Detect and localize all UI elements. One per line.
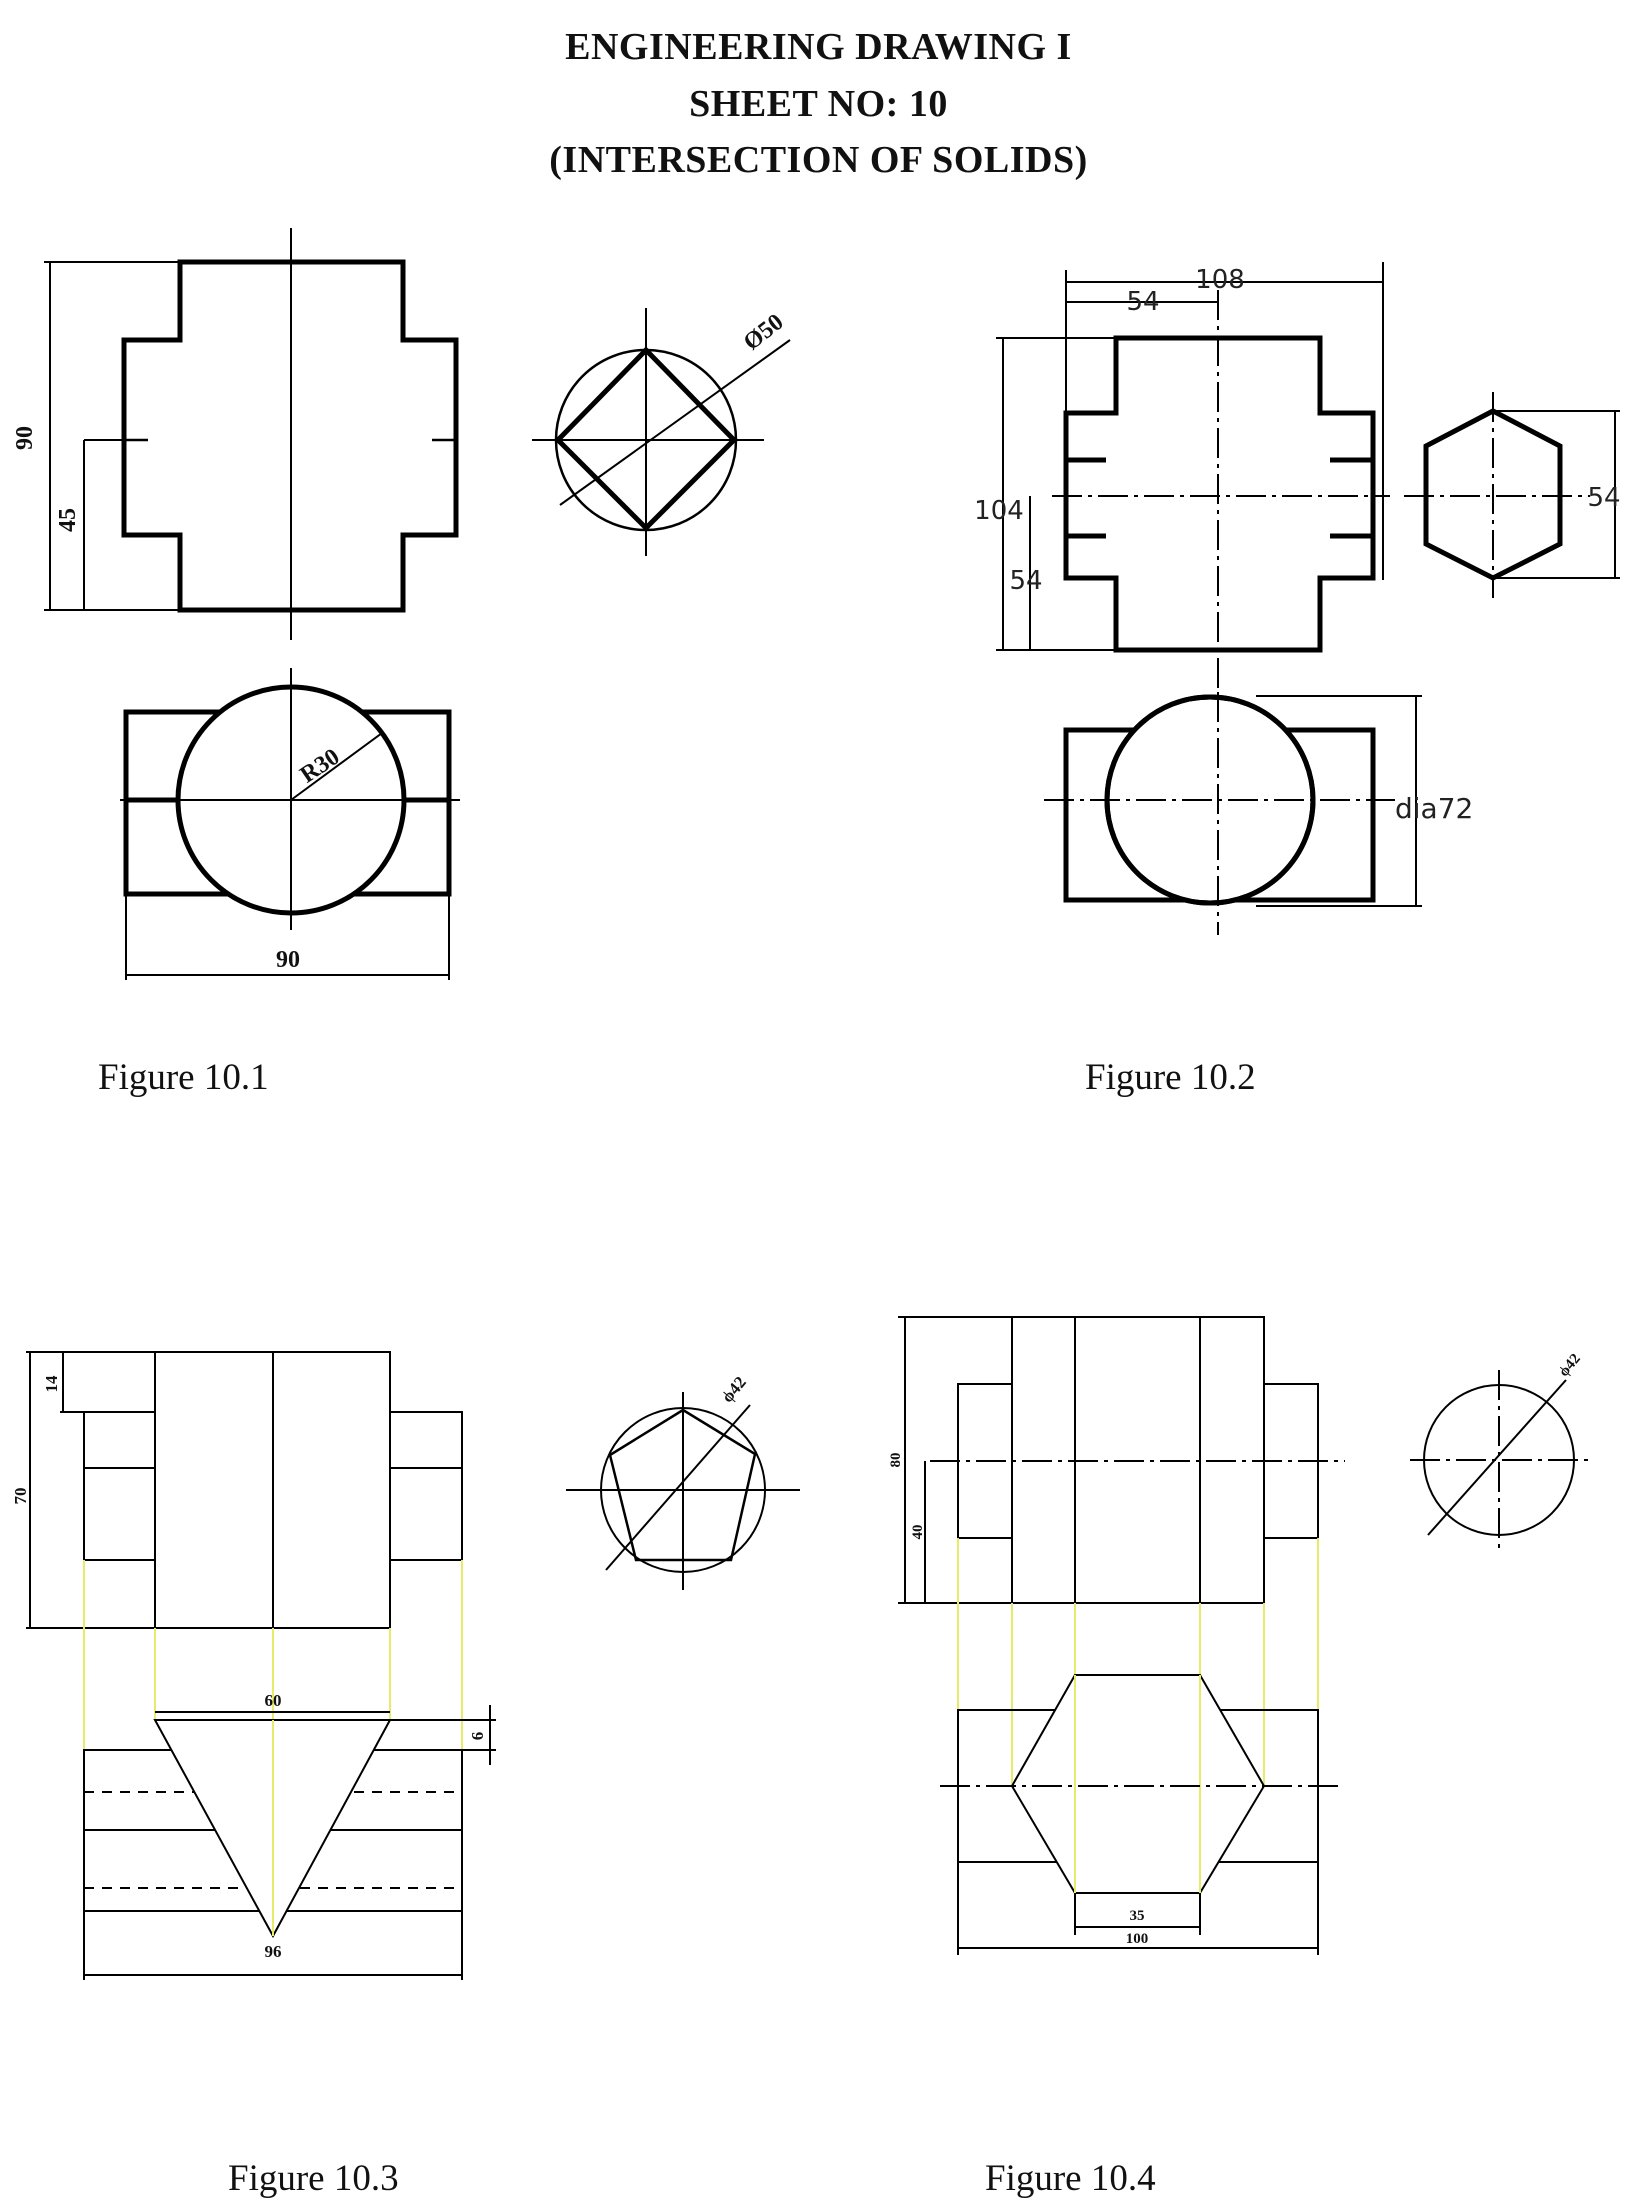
sheet-subtitle: (INTERSECTION OF SOLIDS) [549, 139, 1088, 181]
fig1-dim-45: 45 [55, 508, 81, 532]
fig3-dim-70: 70 [11, 1488, 30, 1505]
fig4-front-view [898, 1316, 1345, 1604]
fig2-dim-54-left: 54 [1009, 566, 1042, 596]
fig3-dim-diameter: ϕ42 [718, 1373, 750, 1406]
fig4-dim-100: 100 [1126, 1931, 1149, 1947]
fig1-front-view [44, 228, 459, 640]
fig2-dim-hex-54: 54 [1587, 483, 1620, 513]
fig4-top-view [940, 1674, 1340, 1955]
fig3-dim-60: 60 [265, 1691, 282, 1710]
fig3-dim-6: 6 [468, 1732, 487, 1741]
fig3-side-view [566, 1392, 800, 1590]
fig2-dim-dia72: dia72 [1395, 792, 1473, 825]
fig3-dim-14: 14 [42, 1375, 61, 1393]
fig3-top-view [83, 1705, 496, 1980]
fig4-dim-40: 40 [910, 1525, 926, 1540]
fig2-dim-54-top: 54 [1126, 287, 1159, 317]
fig1-dim-90-vertical: 90 [12, 426, 38, 450]
fig4-side-view [1410, 1370, 1590, 1550]
fig2-side-view [1404, 392, 1620, 598]
fig4-dim-80: 80 [888, 1453, 904, 1468]
fig1-dim-90-horizontal: 90 [276, 947, 300, 973]
fig3-front-view [26, 1351, 463, 1629]
sheet-number: SHEET NO: 10 [689, 83, 948, 125]
fig2-dim-108: 108 [1195, 265, 1245, 295]
fig4-dim-diameter: ϕ42 [1556, 1351, 1584, 1380]
figure-10-3-caption: Figure 10.3 [228, 2158, 399, 2199]
fig2-top-view [1044, 692, 1422, 935]
fig2-dim-104: 104 [974, 496, 1024, 526]
fig1-top-view [120, 668, 460, 980]
fig2-front-view [996, 262, 1390, 695]
fig1-dim-diameter: Ø50 [739, 309, 789, 356]
sheet-title: ENGINEERING DRAWING I [565, 26, 1072, 68]
fig1-side-view [532, 308, 791, 556]
fig3-dim-96: 96 [265, 1942, 282, 1961]
fig4-dim-35: 35 [1130, 1908, 1145, 1924]
figure-10-4-caption: Figure 10.4 [985, 2158, 1156, 2199]
figure-10-2-caption: Figure 10.2 [1085, 1057, 1256, 1098]
figure-10-1-caption: Figure 10.1 [98, 1057, 269, 1098]
